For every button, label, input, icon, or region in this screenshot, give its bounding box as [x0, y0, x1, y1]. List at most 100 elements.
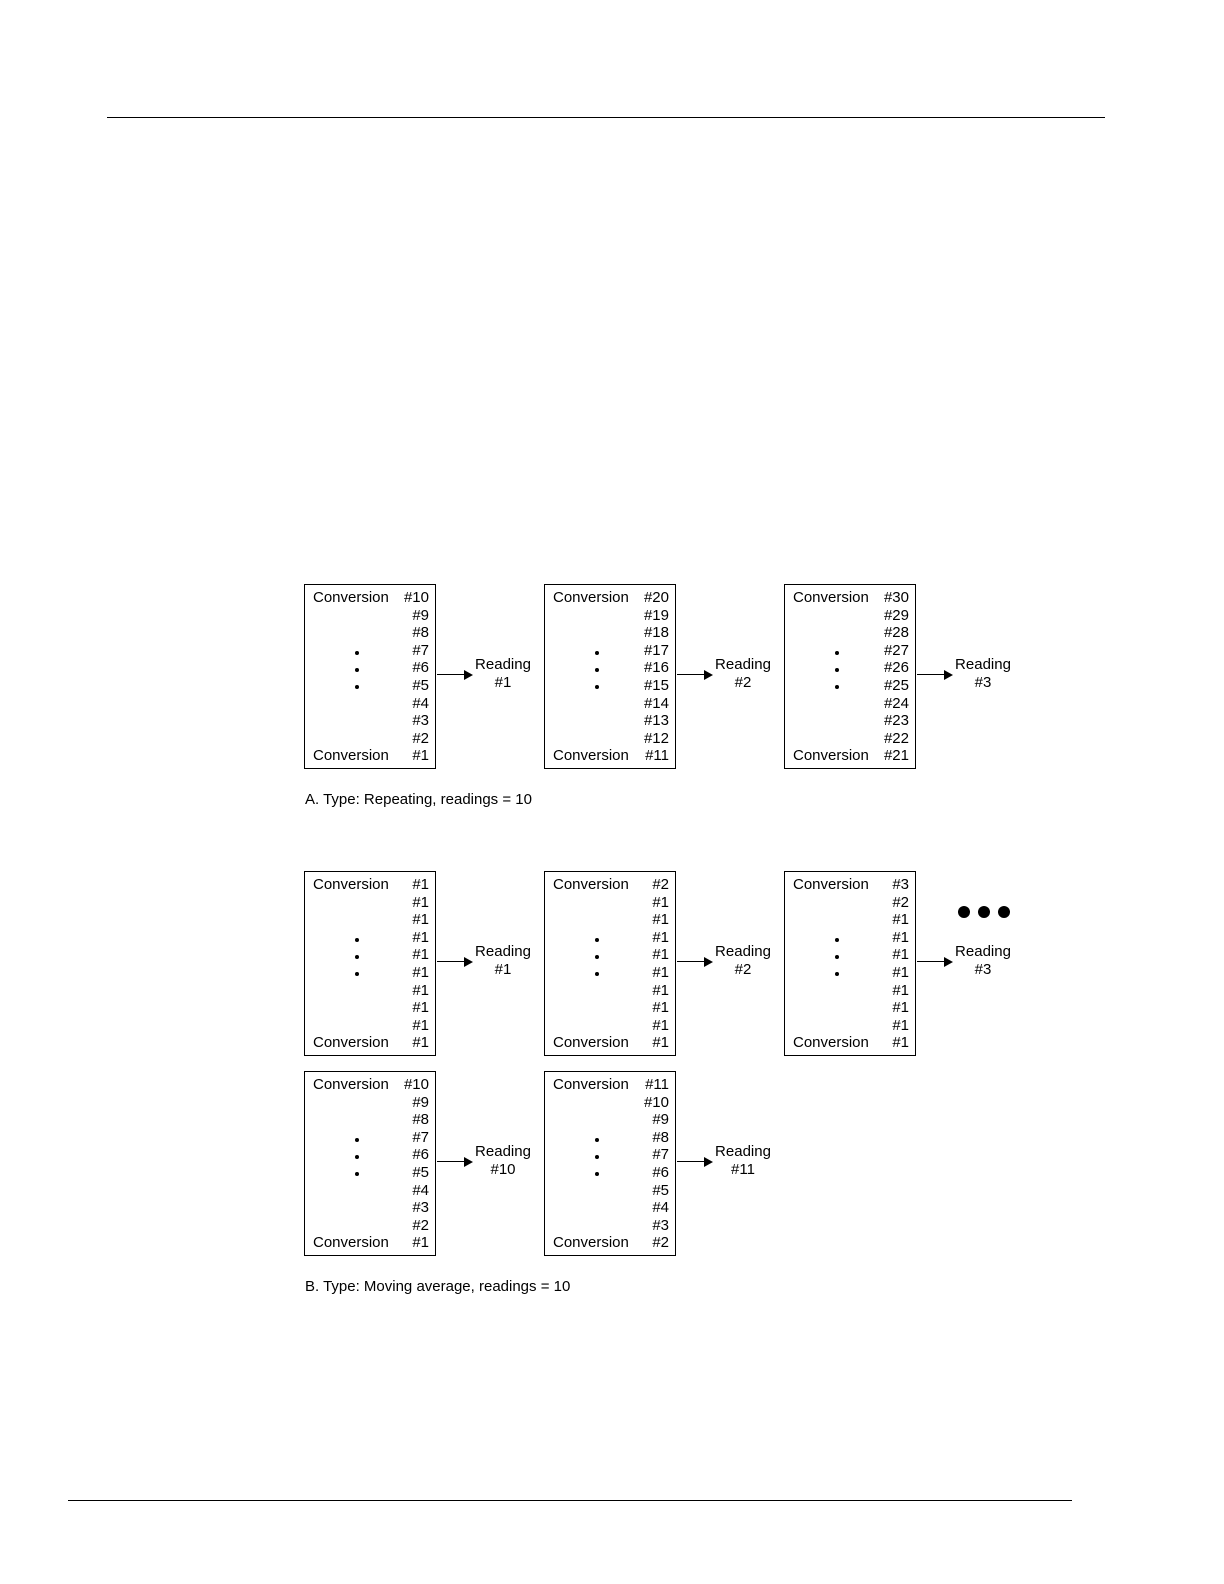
panel-a-caption: A. Type: Repeating, readings = 10 [305, 791, 532, 808]
conversion-number: #1 [892, 928, 909, 946]
arrow-shaft [917, 674, 946, 675]
conversion-number: #26 [883, 659, 909, 677]
arrow-head [704, 957, 713, 967]
conversion-number: #4 [652, 1199, 669, 1217]
conversion-row: #1 [545, 1017, 675, 1034]
vertical-ellipsis [835, 651, 839, 689]
reading-label: Reading#3 [943, 656, 1023, 692]
conversion-number: #4 [412, 694, 429, 712]
conversion-label: Conversion [793, 876, 869, 893]
conversion-row: Conversion #3 [785, 876, 915, 893]
conversion-number: #6 [652, 1164, 669, 1181]
reading-text: Reading [955, 656, 1011, 673]
conversion-number: #6 [412, 1146, 429, 1164]
conversion-number: #1 [892, 964, 909, 981]
arrow-head [944, 670, 953, 680]
ellipsis-dot [835, 685, 839, 689]
reading-text: #10 [490, 1161, 516, 1178]
ellipsis-dot [835, 938, 839, 942]
arrow [677, 1157, 713, 1167]
conversion-row: #1 [305, 1017, 435, 1034]
arrow-head [704, 1157, 713, 1167]
ellipsis-dot [978, 906, 990, 918]
conversion-number: #20 [643, 589, 669, 606]
conversion-label: Conversion [313, 876, 389, 893]
conversion-number: #12 [643, 729, 669, 747]
conversion-number: #1 [652, 999, 669, 1017]
conversion-row: #14 [545, 695, 675, 712]
conversion-number: #29 [883, 606, 909, 624]
conversion-row: Conversion#10 [305, 589, 435, 606]
conversion-row: #2 [305, 1217, 435, 1234]
conversion-row: #16 [545, 659, 675, 676]
conversion-number: #14 [643, 694, 669, 712]
conversion-row: #8 [305, 1111, 435, 1128]
conversion-label: Conversion [793, 747, 869, 765]
conversion-number: #2 [652, 876, 669, 893]
conversion-number: #22 [883, 729, 909, 747]
conversion-number: #2 [892, 893, 909, 911]
conversion-row: #3 [545, 1217, 675, 1234]
arrow-head [464, 670, 473, 680]
conversion-row: #5 [305, 1164, 435, 1181]
reading-text: Reading [715, 943, 771, 960]
conversion-number: #1 [652, 946, 669, 964]
conversion-number: #4 [412, 1181, 429, 1199]
conversion-number: #24 [883, 694, 909, 712]
panel-b-caption: B. Type: Moving average, readings = 10 [305, 1278, 571, 1295]
conversion-row: #15 [545, 677, 675, 694]
conversion-label: Conversion [553, 747, 629, 765]
conversion-number: #1 [892, 981, 909, 999]
conversion-label: Conversion [553, 1234, 629, 1252]
conversion-label: Conversion [553, 1076, 629, 1093]
ellipsis-dot [355, 685, 359, 689]
conversion-row: #12 [545, 730, 675, 747]
conversion-number: #1 [412, 893, 429, 911]
conversion-row: Conversion#10 [305, 1076, 435, 1093]
conversion-row: #1 [305, 946, 435, 963]
conversion-number: #8 [412, 1111, 429, 1129]
ellipsis-dot [595, 938, 599, 942]
conversion-number: #1 [652, 1034, 669, 1052]
conversion-number: #3 [892, 876, 909, 893]
conversion-row: Conversion#11 [545, 747, 675, 764]
conversion-row: #18 [545, 624, 675, 641]
conversion-number: #1 [412, 876, 429, 893]
ellipsis-dot [595, 972, 599, 976]
conversion-number: #3 [652, 1216, 669, 1234]
conversion-number: #1 [892, 999, 909, 1017]
conversion-row: #2 [305, 730, 435, 747]
conversion-row: #6 [305, 659, 435, 676]
conversion-number: #17 [643, 641, 669, 659]
conversion-number: #5 [652, 1181, 669, 1199]
arrow-head [464, 957, 473, 967]
ellipsis-dot [595, 1155, 599, 1159]
conversion-row: #4 [305, 695, 435, 712]
ellipsis-dot [355, 1138, 359, 1142]
conversion-number: #10 [403, 589, 429, 606]
reading-label: Reading#10 [463, 1143, 543, 1179]
ellipsis-dot [355, 1172, 359, 1176]
conversion-number: #23 [883, 712, 909, 730]
conversion-row: #2 [785, 894, 915, 911]
conversion-row: Conversion#30 [785, 589, 915, 606]
reading-text: #3 [974, 674, 992, 691]
arrow [437, 1157, 473, 1167]
conversion-number: #1 [892, 946, 909, 964]
conversion-row: #4 [545, 1199, 675, 1216]
arrow-shaft [437, 1161, 466, 1162]
conversion-row: #1 [305, 911, 435, 928]
arrow [677, 670, 713, 680]
conversion-row: #6 [305, 1146, 435, 1163]
conversion-label: Conversion [553, 589, 629, 606]
conversion-row: #23 [785, 712, 915, 729]
vertical-ellipsis [595, 938, 599, 976]
conversion-number: #9 [412, 1093, 429, 1111]
conversion-row: #1 [545, 946, 675, 963]
conversion-row: #7 [545, 1146, 675, 1163]
conversion-row: #8 [545, 1129, 675, 1146]
reading-label: Reading#1 [463, 943, 543, 979]
conversion-row: #6 [545, 1164, 675, 1181]
